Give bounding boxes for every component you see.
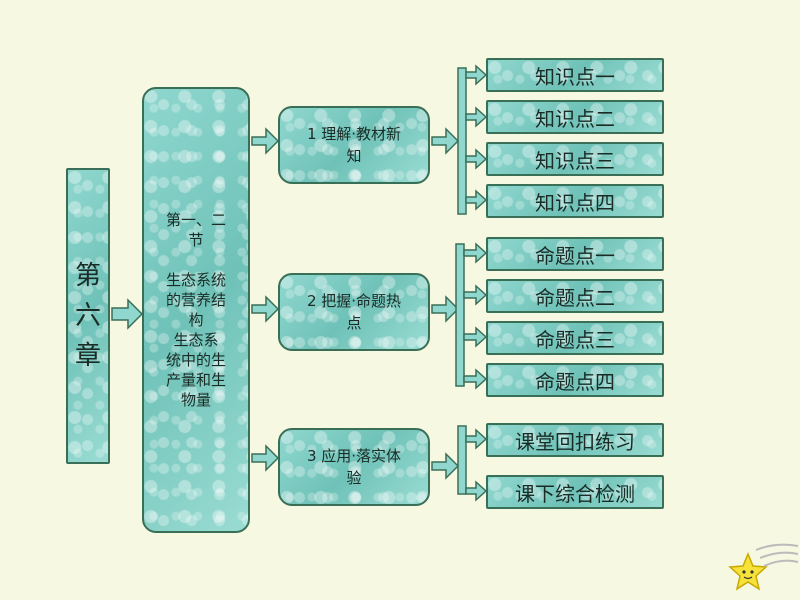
bracket-2	[455, 243, 465, 387]
chapter-char-1: 第	[74, 261, 101, 291]
class-review-exercise[interactable]: 课堂回扣练习	[486, 423, 664, 457]
leaf-label: 知识点四	[535, 190, 615, 215]
section-title-line: 生态系统	[165, 271, 226, 289]
arrow-step3-bracket	[431, 452, 460, 480]
section-box[interactable]: 第一、二 节 生态系统 的营养结 构 生态系 统中的生 产量和生 物量	[142, 87, 250, 533]
chapter-box[interactable]: 第 六 章	[66, 168, 110, 464]
step-grasp[interactable]: 2 把握·命题热 点	[278, 273, 430, 351]
step-label: 3 应用·落实体	[306, 447, 402, 465]
leaf-label: 知识点三	[535, 148, 615, 173]
section-title-line: 统中的生	[165, 351, 226, 369]
knowledge-point-3[interactable]: 知识点三	[486, 142, 664, 176]
chapter-char-3: 章	[74, 341, 101, 371]
leaf-label: 命题点二	[535, 285, 615, 310]
step-label: 1 理解·教材新	[306, 125, 402, 143]
arrow-section-step3	[251, 444, 280, 472]
leaf-label: 命题点四	[535, 369, 615, 394]
knowledge-point-2[interactable]: 知识点二	[486, 100, 664, 134]
leaf-label: 课堂回扣练习	[515, 429, 635, 454]
proposition-point-4[interactable]: 命题点四	[486, 363, 664, 397]
proposition-point-2[interactable]: 命题点二	[486, 279, 664, 313]
after-class-test[interactable]: 课下综合检测	[486, 475, 664, 509]
step-label-cont: 验	[346, 469, 362, 487]
arrow-step1-bracket	[431, 127, 460, 155]
bracket-1	[457, 67, 467, 215]
section-title-line: 物量	[180, 391, 211, 409]
section-title-line: 产量和生	[165, 371, 226, 389]
star-icon	[728, 552, 768, 591]
chapter-char-2: 六	[74, 301, 101, 331]
section-number-line1: 第一、二	[165, 211, 226, 229]
step-apply[interactable]: 3 应用·落实体 验	[278, 428, 430, 506]
leaf-label: 课下综合检测	[515, 481, 635, 506]
proposition-point-1[interactable]: 命题点一	[486, 237, 664, 271]
leaf-label: 知识点一	[535, 64, 615, 89]
arrow-step2-bracket	[431, 295, 460, 323]
leaf-label: 命题点三	[535, 327, 615, 352]
section-title-line: 的营养结	[165, 291, 226, 309]
section-title-line: 生态系	[173, 331, 219, 349]
arrow-section-step2	[251, 295, 280, 323]
star-trail-lines	[755, 543, 799, 567]
bracket-3	[457, 425, 467, 495]
section-title-line: 构	[188, 311, 204, 329]
arrow-section-step1	[251, 127, 280, 155]
knowledge-point-4[interactable]: 知识点四	[486, 184, 664, 218]
step-label-cont: 知	[346, 147, 362, 165]
section-number-line2: 节	[188, 231, 204, 249]
step-label-cont: 点	[346, 314, 362, 332]
leaf-label: 命题点一	[535, 243, 615, 268]
leaf-label: 知识点二	[535, 106, 615, 131]
knowledge-point-1[interactable]: 知识点一	[486, 58, 664, 92]
arrow-chapter-section	[111, 298, 144, 330]
proposition-point-3[interactable]: 命题点三	[486, 321, 664, 355]
step-understand[interactable]: 1 理解·教材新 知	[278, 106, 430, 184]
step-label: 2 把握·命题热	[306, 292, 402, 310]
